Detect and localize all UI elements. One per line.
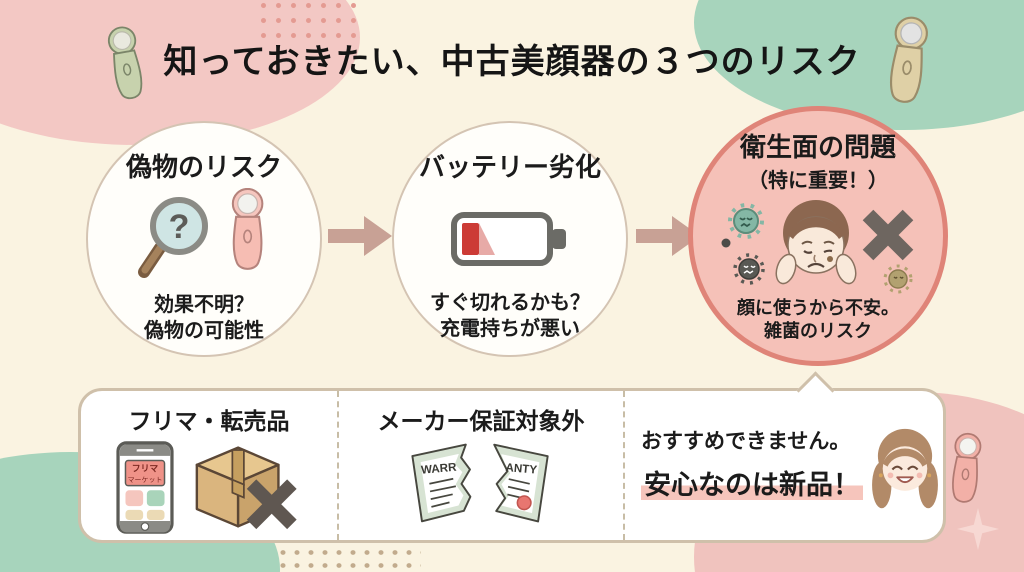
- bottom-panel: フリマ・転売品 フリマ マーケット: [78, 388, 982, 543]
- flea-market-icons: フリマ マーケット: [116, 438, 302, 534]
- dark-germ-icon: [733, 252, 765, 285]
- panel-section-recommendation: おすすめできません。 安心なのは新品！: [625, 391, 982, 540]
- warranty-text-left: WARR: [421, 461, 458, 477]
- green-beauty-device-icon: [107, 26, 143, 100]
- x-mark-icon: [246, 479, 297, 530]
- torn-warranty-icon: WARR ANTY: [411, 443, 549, 523]
- risk-title: 衛生面の問題: [739, 132, 896, 162]
- recommendation-line1: おすすめできません。: [641, 430, 851, 453]
- x-mark-icon: [862, 209, 914, 260]
- question-mark-glyph: ?: [169, 208, 190, 246]
- risk-title: 偽物のリスク: [125, 152, 282, 182]
- small-germ-dot: [721, 238, 731, 248]
- risk-circle-hygiene: 衛生面の問題 （特に重要！）: [688, 106, 948, 366]
- risk-desc: 効果不明？ 偽物の可能性: [144, 293, 264, 342]
- risk-title: バッテリー劣化: [418, 152, 601, 182]
- beauty-device-icon: [952, 432, 982, 503]
- teal-germ-icon: [728, 202, 764, 239]
- brown-germ-icon: [883, 264, 913, 294]
- section-title: フリマ・転売品: [128, 408, 290, 434]
- cardboard-box-x-icon: [195, 446, 297, 530]
- app-title-line1: フリマ: [132, 464, 159, 474]
- tan-beauty-device-icon: [889, 16, 928, 103]
- right-arrow-icon: [328, 216, 392, 256]
- dot-pattern-top: [256, 0, 356, 46]
- app-title-line2: マーケット: [128, 476, 163, 484]
- recommendation-art: [867, 425, 987, 517]
- dot-pattern-bottom: [276, 546, 421, 572]
- risk-subtitle: （特に重要！）: [748, 169, 888, 192]
- recommendation-line2: 安心なのは新品！: [641, 463, 863, 502]
- risk-desc: すぐ切れるかも？ 充電持ちが悪い: [430, 291, 590, 340]
- risk-desc: 顔に使うから不安。 雑菌のリスク: [737, 297, 899, 341]
- page-title: 知っておきたい、中古美顔器の３つのリスク: [163, 43, 861, 81]
- panel-section-flea-market: フリマ・転売品 フリマ マーケット: [81, 391, 339, 540]
- warranty-text-right: ANTY: [505, 461, 538, 477]
- section-title: メーカー保証対象外: [377, 408, 585, 434]
- red-seal: [516, 495, 532, 511]
- recommendation-text: おすすめできません。 安心なのは新品！: [641, 425, 863, 502]
- risk-circle-battery: バッテリー劣化 すぐ切れるかも？ 充電持ちが悪い: [392, 121, 628, 357]
- magnifier-and-device-icon: ?: [138, 187, 264, 278]
- germs-face-x-icon: [721, 199, 914, 294]
- right-arrow-icon: [636, 216, 700, 256]
- smiling-woman-icon: [872, 428, 938, 509]
- low-battery-icon: [451, 211, 566, 266]
- worried-woman-face: [775, 199, 857, 284]
- flea-market-phone-icon: フリマ マーケット: [116, 441, 174, 534]
- panel-section-warranty: メーカー保証対象外 WARR ANTY: [339, 391, 625, 540]
- risk-circle-fake: 偽物のリスク ? 効果不明？ 偽物の可能性: [86, 121, 322, 357]
